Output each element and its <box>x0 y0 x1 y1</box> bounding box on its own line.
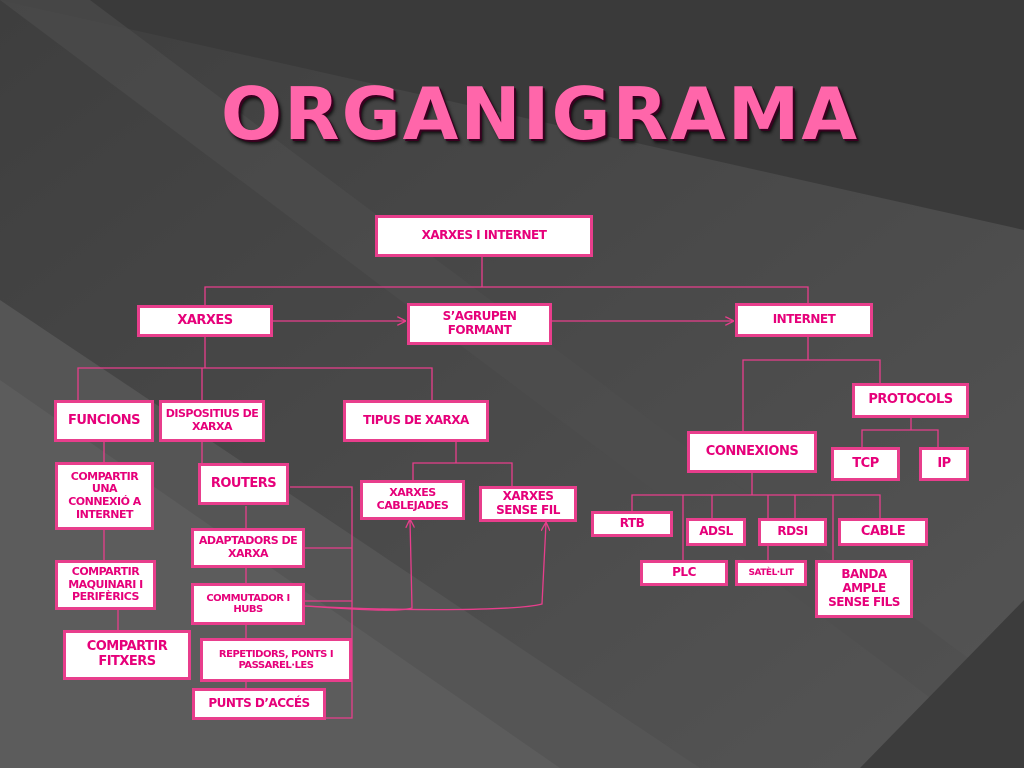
node-satelit: SATÈL·LIT <box>735 560 807 586</box>
node-compartir-connexio: COMPARTIR UNA CONNEXIÓ A INTERNET <box>55 462 154 530</box>
node-connexions: CONNEXIONS <box>687 431 817 473</box>
node-banda-ample-sense-fils: BANDA AMPLE SENSE FILS <box>815 560 913 618</box>
node-dispositius-de-xarxa: DISPOSITIUS DE XARXA <box>159 400 265 442</box>
node-cable: CABLE <box>838 518 928 546</box>
node-compartir-fitxers: COMPARTIR FITXERS <box>63 630 191 680</box>
node-tipus-de-xarxa: TIPUS DE XARXA <box>343 400 489 442</box>
node-repetidors-ponts: REPETIDORS, PONTS I PASSAREL·LES <box>200 638 352 682</box>
node-tcp: TCP <box>831 447 900 481</box>
node-routers: ROUTERS <box>198 463 289 505</box>
node-plc: PLC <box>640 560 728 586</box>
node-xarxes-sense-fil: XARXES SENSE FIL <box>479 486 577 522</box>
node-protocols: PROTOCOLS <box>852 383 969 418</box>
node-adaptadors-de-xarxa: ADAPTADORS DE XARXA <box>191 528 305 568</box>
node-adsl: ADSL <box>686 518 746 546</box>
node-xarxes: XARXES <box>137 305 273 337</box>
node-rtb: RTB <box>591 511 673 537</box>
node-internet: INTERNET <box>735 303 873 337</box>
node-funcions: FUNCIONS <box>54 400 154 442</box>
node-compartir-maquinari: COMPARTIR MAQUINARI I PERIFÈRICS <box>55 560 156 610</box>
node-ip: IP <box>919 447 969 481</box>
node-sagrupen-formant: S’AGRUPEN FORMANT <box>407 303 552 345</box>
node-xarxes-i-internet: XARXES I INTERNET <box>375 215 593 257</box>
node-rdsi: RDSI <box>758 518 827 546</box>
node-punts-dacces: PUNTS D’ACCÉS <box>192 688 326 720</box>
slide-title: ORGANIGRAMA <box>220 72 860 156</box>
node-xarxes-cablejades: XARXES CABLEJADES <box>360 480 465 520</box>
node-commutador-i-hubs: COMMUTADOR I HUBS <box>191 583 305 625</box>
